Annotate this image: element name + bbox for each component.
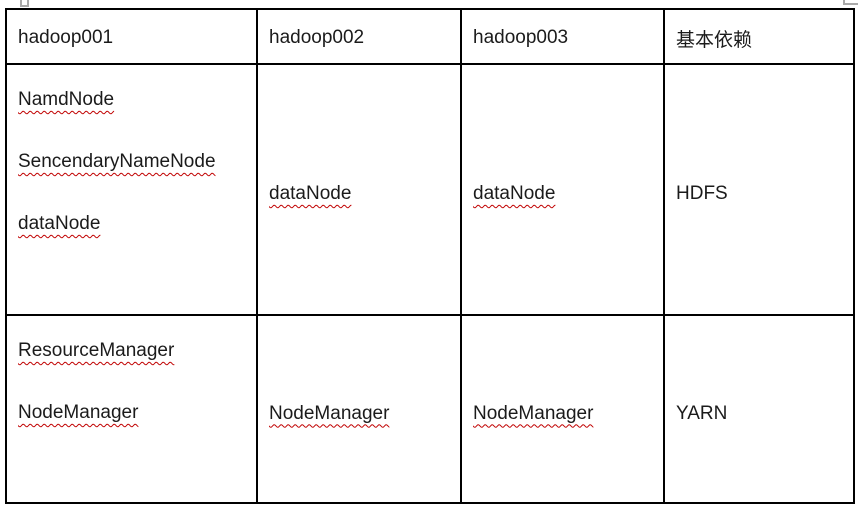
header-cell-dependency[interactable]: 基本依赖: [665, 10, 853, 65]
cell-yarn-dependency[interactable]: YARN: [665, 316, 853, 502]
cell-hdfs-dependency[interactable]: HDFS: [665, 65, 853, 316]
table-resize-handle-fragment[interactable]: [843, 0, 858, 5]
service-name: NodeManager: [269, 402, 390, 424]
cluster-plan-table: hadoop001 hadoop002 hadoop003 基本依赖 NamdN…: [5, 8, 855, 504]
table-move-handle-fragment: [20, 0, 29, 7]
service-name: ResourceManager: [18, 340, 175, 361]
cell-hdfs-hadoop003[interactable]: dataNode: [462, 65, 665, 316]
service-name: dataNode: [18, 213, 101, 234]
service-name: SencendaryNameNode: [18, 151, 216, 172]
header-cell-hadoop003[interactable]: hadoop003: [462, 10, 665, 65]
header-label: 基本依赖: [676, 29, 753, 51]
service-name: NodeManager: [473, 402, 594, 424]
service-name: dataNode: [473, 183, 556, 204]
dependency-name: HDFS: [676, 183, 728, 204]
service-name: NodeManager: [18, 402, 139, 423]
cell-yarn-hadoop003[interactable]: NodeManager: [462, 316, 665, 502]
service-name: NamdNode: [18, 89, 115, 110]
header-cell-hadoop001[interactable]: hadoop001: [7, 10, 258, 65]
cell-yarn-hadoop001[interactable]: ResourceManager NodeManager: [7, 316, 258, 502]
cell-yarn-hadoop002[interactable]: NodeManager: [258, 316, 462, 502]
cell-hdfs-hadoop002[interactable]: dataNode: [258, 65, 462, 316]
cell-hdfs-hadoop001[interactable]: NamdNode SencendaryNameNode dataNode: [7, 65, 258, 316]
header-label: hadoop003: [473, 27, 569, 48]
header-label: hadoop001: [18, 27, 114, 48]
header-label: hadoop002: [269, 27, 365, 48]
service-name: dataNode: [269, 183, 352, 204]
header-cell-hadoop002[interactable]: hadoop002: [258, 10, 462, 65]
dependency-name: YARN: [676, 402, 728, 424]
